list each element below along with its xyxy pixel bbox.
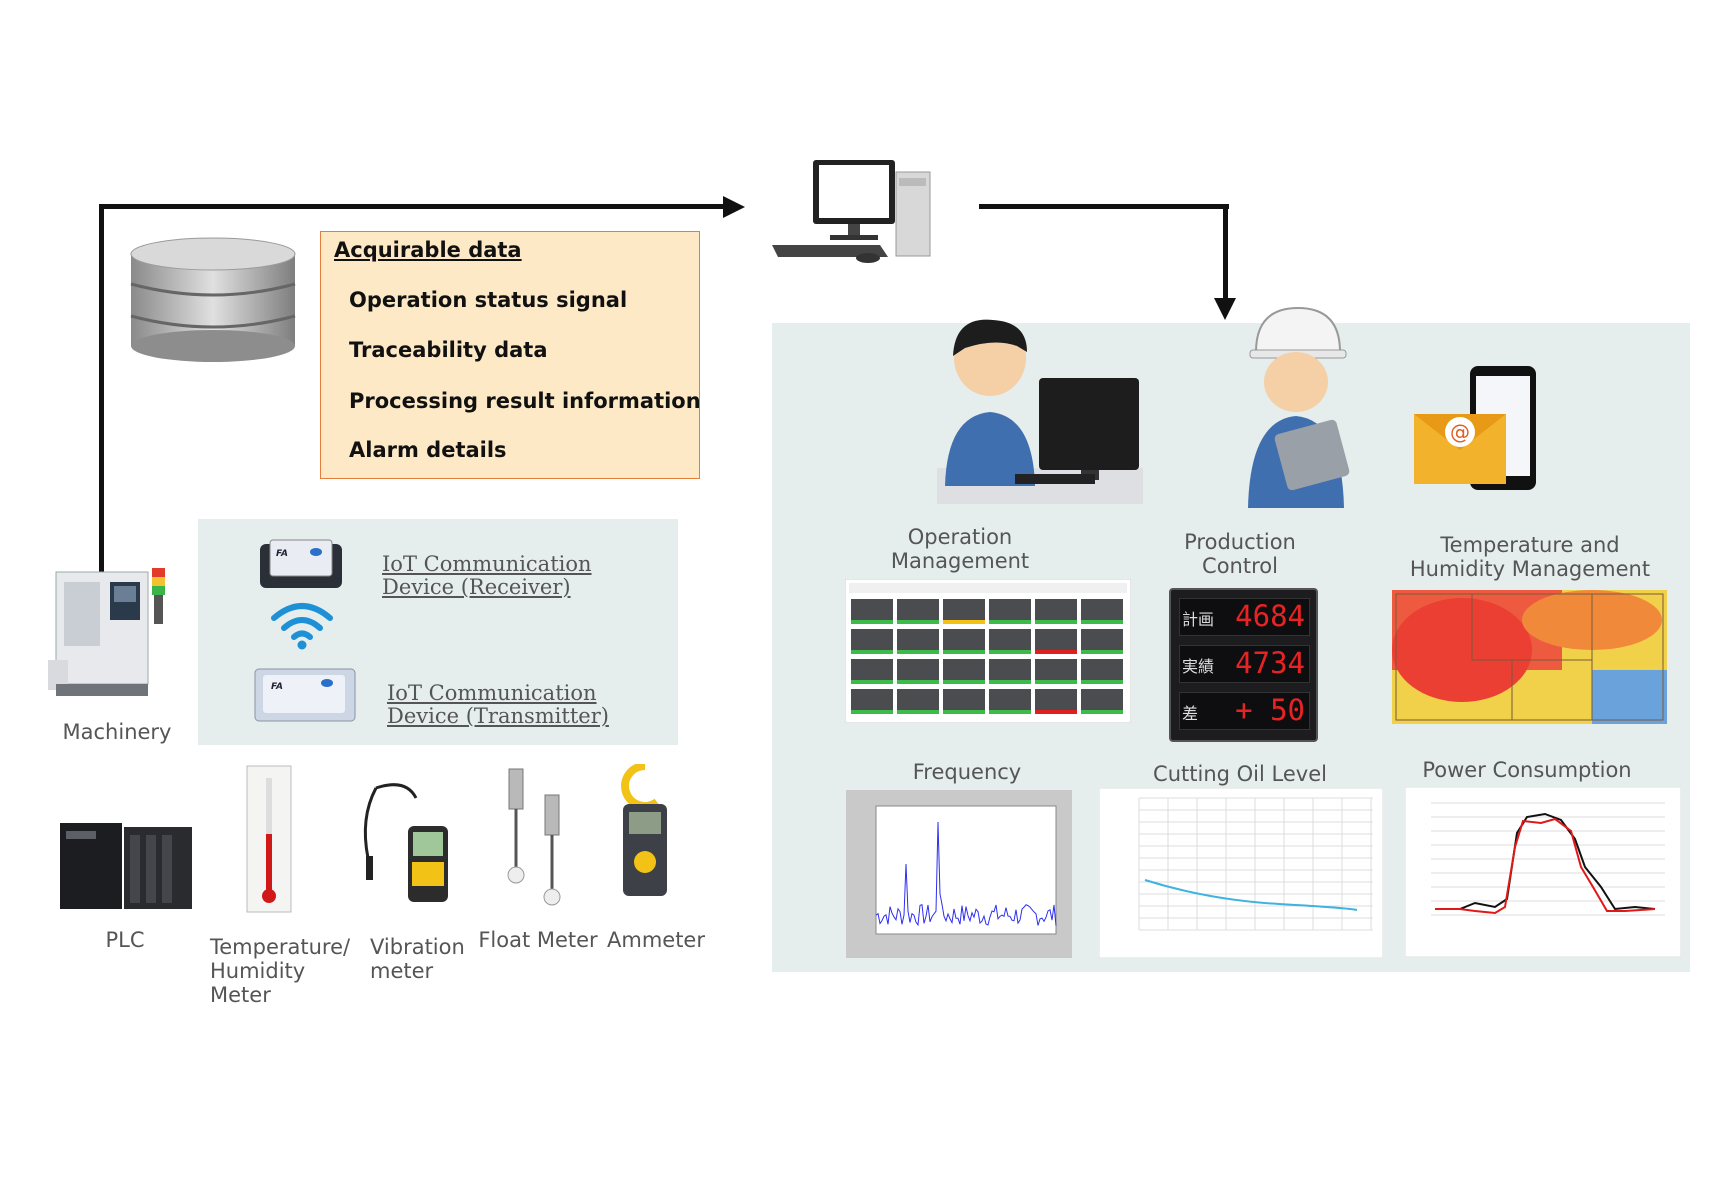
temperature-heatmap	[1392, 590, 1667, 724]
display-row-label: 計画	[1182, 610, 1215, 629]
vibration-meter-icon	[363, 783, 448, 902]
display-row-label: 差	[1182, 704, 1199, 723]
cutting-oil-label: Cutting Oil Level	[1153, 762, 1327, 786]
display-row: 計画 4684	[1179, 598, 1310, 636]
acquirable-data-title: Acquirable data	[334, 238, 522, 262]
machinery-icon	[48, 568, 165, 696]
iot-receiver-label: IoT Communication Device (Receiver)	[382, 553, 592, 599]
arrow-head-down	[1214, 298, 1236, 320]
iot-transmitter-device-icon: FA	[254, 668, 356, 722]
temp-humidity-label-line: Humidity Management	[1409, 557, 1651, 581]
vibration-label-line: meter	[370, 959, 434, 983]
power-consumption-label: Power Consumption	[1422, 758, 1632, 782]
temp-humidity-label-line: Temperature and	[1440, 533, 1620, 557]
acquirable-item: Alarm details	[349, 438, 507, 462]
arrow-vertical-left	[99, 205, 104, 575]
operation-label-line: Operation	[907, 525, 1013, 549]
production-control-label: Production Control	[1140, 530, 1340, 578]
frequency-label: Frequency	[912, 760, 1022, 784]
arrow-right-vertical	[1223, 204, 1228, 299]
temp-meter-label-line: Humidity	[210, 959, 306, 983]
operator-at-computer-icon	[937, 319, 1143, 504]
temp-meter-label-line: Meter	[210, 983, 271, 1007]
temp-humidity-management-label: Temperature and Humidity Management	[1390, 533, 1670, 581]
iot-transmitter-label-line: Device (Transmitter)	[387, 704, 609, 728]
iot-receiver-device-icon: FA	[260, 539, 342, 588]
iot-receiver-label-line: IoT Communication	[382, 552, 592, 576]
machinery-label: Machinery	[62, 720, 172, 744]
worker-with-tablet-icon	[1248, 306, 1350, 508]
acquirable-item: Traceability data	[349, 338, 548, 362]
temp-humidity-meter-label: Temperature/ Humidity Meter	[210, 935, 350, 1007]
iot-transmitter-label-line: IoT Communication	[387, 681, 597, 705]
display-row-value: 4684	[1235, 599, 1305, 633]
acquirable-item: Operation status signal	[349, 288, 628, 312]
float-meter-label: Float Meter	[478, 928, 598, 952]
acquirable-data-box: Acquirable data Operation status signal …	[320, 231, 701, 479]
display-row-value: 4734	[1235, 646, 1305, 680]
wifi-icon	[271, 603, 333, 650]
thermometer-icon	[246, 765, 292, 913]
plc-icon	[60, 823, 192, 909]
svg-text:FA: FA	[271, 682, 283, 692]
vibration-meter-label: Vibration meter	[370, 935, 465, 983]
frequency-chart	[846, 790, 1072, 958]
power-consumption-chart	[1405, 787, 1681, 957]
arrow-head-right	[723, 196, 745, 218]
operation-status-screen	[845, 579, 1131, 723]
arrow-top-horizontal	[99, 204, 727, 209]
desktop-pc-icon	[772, 160, 931, 263]
display-row-label: 実績	[1182, 657, 1215, 676]
production-display-board: 計画 4684 実績 4734 差 + 50	[1169, 588, 1318, 742]
production-label-line: Control	[1202, 554, 1278, 578]
ammeter-label: Ammeter	[607, 928, 705, 952]
iot-receiver-label-line: Device (Receiver)	[382, 575, 571, 599]
operation-label-line: Management	[890, 549, 1030, 573]
temp-meter-label-line: Temperature/	[210, 935, 351, 959]
plc-label: PLC	[105, 928, 145, 952]
svg-text:FA: FA	[276, 549, 288, 559]
display-row: 実績 4734	[1179, 645, 1310, 683]
svg-text:@: @	[1450, 420, 1470, 444]
arrow-top-right-horizontal	[979, 204, 1229, 209]
ammeter-icon	[621, 764, 667, 896]
display-row-value: + 50	[1235, 693, 1305, 727]
vibration-label-line: Vibration	[370, 935, 465, 959]
database-icon	[130, 237, 296, 362]
float-meter-icon	[507, 768, 561, 906]
operation-management-label: Operation Management	[860, 525, 1060, 573]
display-row: 差 + 50	[1179, 692, 1310, 730]
mail-phone-icon: @	[1414, 366, 1536, 490]
cutting-oil-chart	[1099, 788, 1383, 958]
production-label-line: Production	[1184, 530, 1296, 554]
acquirable-item: Processing result information	[349, 389, 701, 413]
iot-transmitter-label: IoT Communication Device (Transmitter)	[387, 682, 609, 728]
